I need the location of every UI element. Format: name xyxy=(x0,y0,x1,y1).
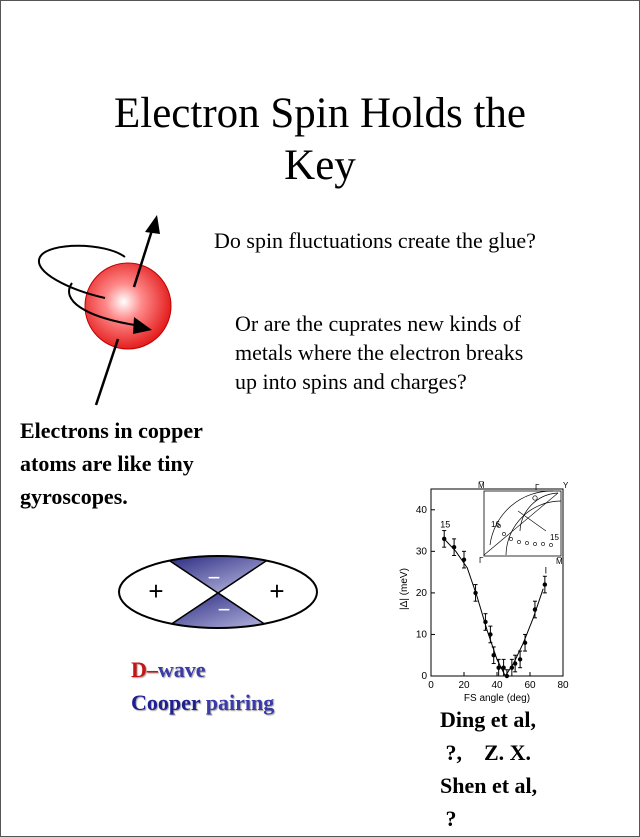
x-tick-label: 0 xyxy=(428,680,434,691)
spin-axis-lower xyxy=(94,338,120,406)
data-point xyxy=(509,665,515,670)
x-tick-label: 40 xyxy=(491,680,503,691)
data-point xyxy=(491,653,496,658)
title-line-2: Key xyxy=(284,142,356,189)
data-point-label: I xyxy=(545,565,548,575)
citation-line-3: Shen et al, xyxy=(440,773,538,798)
citation-line-2: ?, Z. X. xyxy=(440,740,532,765)
y-tick-label: 10 xyxy=(416,629,428,640)
orbit-arrow-head xyxy=(133,317,152,334)
dwave-label-cooper: Cooper xyxy=(131,690,201,715)
data-point xyxy=(532,607,538,612)
dwave-label-d: D– xyxy=(131,657,158,682)
precession-orbit xyxy=(37,244,126,299)
question-cuprates-line-3: up into spins and charges? xyxy=(235,369,467,394)
slide-title: Electron Spin Holds the Key xyxy=(40,88,600,192)
dwave-plus-right: + xyxy=(269,576,284,606)
precession-orbit-front xyxy=(68,282,136,326)
inset-label-gamma-bottom: Γ xyxy=(479,556,484,565)
caption-line-2: atoms are like tiny xyxy=(20,451,194,476)
data-point-label: 15 xyxy=(440,520,450,530)
y-tick-label: 40 xyxy=(416,505,428,516)
data-point xyxy=(517,657,523,662)
dwave-minus-bottom: − xyxy=(218,597,231,622)
y-tick-label: 30 xyxy=(416,546,428,557)
inset-label-m-top: M̅ xyxy=(478,481,485,490)
title-line-1: Electron Spin Holds the xyxy=(113,90,527,137)
dwave-label-pairing: pairing xyxy=(205,690,275,715)
inset-label-m-bottom: M̅ xyxy=(556,557,563,566)
gyroscope-caption: Electrons in copper atoms are like tiny … xyxy=(20,414,260,513)
data-point xyxy=(442,536,447,542)
data-point xyxy=(451,544,457,550)
data-point xyxy=(501,665,506,670)
inset-label-15: 15 xyxy=(550,533,559,542)
dwave-minus-top: − xyxy=(208,565,221,590)
data-point xyxy=(483,619,488,625)
caption-line-3: gyroscopes. xyxy=(20,484,128,509)
question-glue: Do spin fluctuations create the glue? xyxy=(214,228,536,253)
data-point xyxy=(522,640,528,645)
x-tick-label: 60 xyxy=(524,680,536,691)
data-point xyxy=(473,590,478,596)
data-point xyxy=(504,673,510,679)
y-tick-label: 0 xyxy=(421,671,427,682)
dwave-lobe-bottom xyxy=(158,592,278,628)
spin-axis-upper xyxy=(132,226,155,288)
data-point xyxy=(461,557,467,562)
dwave-diagram: + + − − xyxy=(118,555,318,629)
citation-line-1: Ding et al, xyxy=(440,707,536,732)
chart-ylabel: |Δ| (meV) xyxy=(399,568,410,610)
inset-label-y: Y xyxy=(563,481,569,490)
chart-inset: 16 15 M̅ Y Γ Γ M̅ xyxy=(478,481,569,566)
x-tick-label: 20 xyxy=(458,680,470,691)
chart-xlabel: FS angle (deg) xyxy=(464,693,530,704)
question-cuprates-line-1: Or are the cuprates new kinds of xyxy=(235,311,521,336)
dwave-label: D–wave Cooper pairing xyxy=(131,653,274,719)
dwave-label-wave: wave xyxy=(157,657,206,682)
electron-sphere xyxy=(84,262,172,350)
caption-line-1: Electrons in copper xyxy=(20,418,203,443)
data-point xyxy=(512,661,518,666)
electron-spin-illustration xyxy=(37,215,172,406)
citation-line-4: ? xyxy=(440,806,457,831)
x-tick-label: 80 xyxy=(557,680,569,691)
y-tick-label: 20 xyxy=(416,588,428,599)
question-cuprates: Or are the cuprates new kinds of metals … xyxy=(235,309,615,396)
inset-label-gamma-top: Γ xyxy=(535,483,540,492)
dwave-lobe-top xyxy=(158,556,278,592)
citation: Ding et al, ?, Z. X. Shen et al, ? xyxy=(440,703,640,835)
data-point xyxy=(542,582,548,587)
spin-arrow-head xyxy=(145,215,160,234)
gap-chart: 0 10 20 30 40 0 20 40 60 80 |Δ| (meV) FS angle (… xyxy=(399,481,569,704)
dwave-plus-left: + xyxy=(148,576,163,606)
question-cuprates-line-2: metals where the electron breaks xyxy=(235,340,524,365)
data-point xyxy=(488,632,493,637)
data-point xyxy=(496,665,501,670)
inset-label-16: 16 xyxy=(491,520,500,529)
